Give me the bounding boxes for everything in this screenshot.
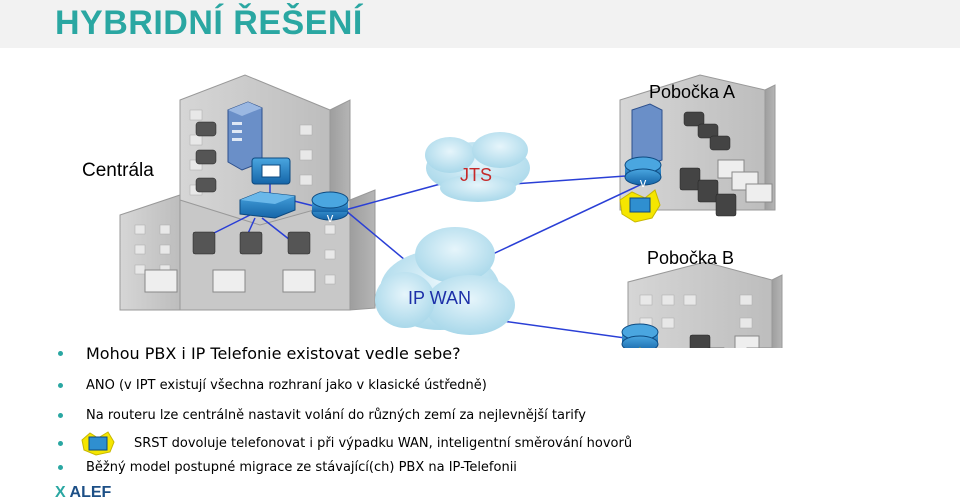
logo-mark: X	[55, 484, 66, 501]
label-jts: JTS	[460, 165, 493, 185]
srst-icon	[81, 431, 115, 456]
bullet-dot	[58, 441, 63, 446]
label-ip-wan: IP WAN	[408, 288, 472, 308]
switch-icon	[239, 191, 296, 219]
pc-icons	[144, 269, 316, 293]
phone-icons	[192, 121, 311, 255]
logo-text: ALEF	[69, 484, 112, 501]
branch-b-phones	[689, 334, 726, 348]
branch-a-router-icon: v	[624, 156, 662, 190]
page-title: HYBRIDNÍ ŘEŠENÍ	[55, 4, 363, 42]
bullet-dot	[58, 383, 63, 388]
svg-text:v: v	[326, 211, 333, 225]
title-bar	[0, 0, 960, 48]
branch-a-srst-icon	[619, 189, 661, 223]
router-icon: v	[311, 191, 349, 225]
branch-a-pcs	[717, 159, 773, 203]
branch-b-pcs	[734, 335, 772, 348]
branch-a-phones	[679, 111, 737, 217]
ip-wan-cloud	[375, 227, 515, 335]
bullet-dot	[58, 465, 63, 470]
label-pobocka-a: Pobočka A	[649, 82, 736, 102]
alef-logo: X ALEF	[55, 484, 111, 502]
bullet-dot	[58, 351, 63, 356]
svg-text:v: v	[639, 176, 646, 190]
bullet-dot	[58, 413, 63, 418]
label-centrala: Centrála	[82, 160, 154, 181]
call-manager-icon	[251, 157, 291, 185]
jts-cloud	[425, 132, 530, 202]
branch-b-building	[627, 261, 783, 348]
label-pobocka-b: Pobočka B	[647, 248, 735, 268]
branch-b-router-icon	[621, 323, 659, 348]
network-diagram: v v	[119, 74, 783, 348]
